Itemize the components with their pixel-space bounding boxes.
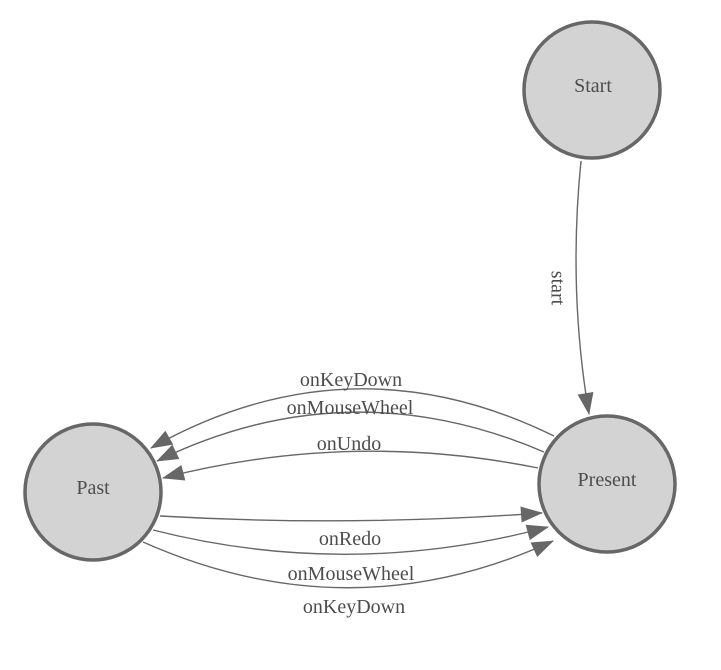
edge-label-onmousewheel-top: onMouseWheel [287,397,414,419]
node-present-circle [537,414,677,554]
edge-label-onkeydown-top: onKeyDown [300,369,402,391]
edge-label-onmousewheel-bottom: onMouseWheel [288,563,415,585]
edge-past-to-present-onmousewheel[interactable] [152,524,549,555]
edge-past-to-present-onredo[interactable] [159,506,543,523]
edge-label-start: start [546,271,568,306]
edge-present-to-past-onmousewheel[interactable] [156,411,545,462]
edge-past-to-present-onkeydown[interactable] [142,540,554,589]
edge-label-onkeydown-bottom: onKeyDown [303,596,405,618]
node-start[interactable]: Start [522,20,662,160]
edge-present-to-past-onkeydown[interactable] [150,388,555,449]
node-past-circle [23,422,163,562]
edge-present-to-past-onundo[interactable] [162,450,539,481]
node-past-label: Past [76,477,110,499]
edge-label-onundo: onUndo [317,433,381,455]
node-start-label: Start [574,75,612,97]
node-present[interactable]: Present [537,414,677,554]
node-present-label: Present [578,469,637,491]
edge-start-to-present[interactable] [575,160,594,415]
edge-label-onredo: onRedo [319,528,381,550]
node-past[interactable]: Past [23,422,163,562]
node-start-circle [522,20,662,160]
